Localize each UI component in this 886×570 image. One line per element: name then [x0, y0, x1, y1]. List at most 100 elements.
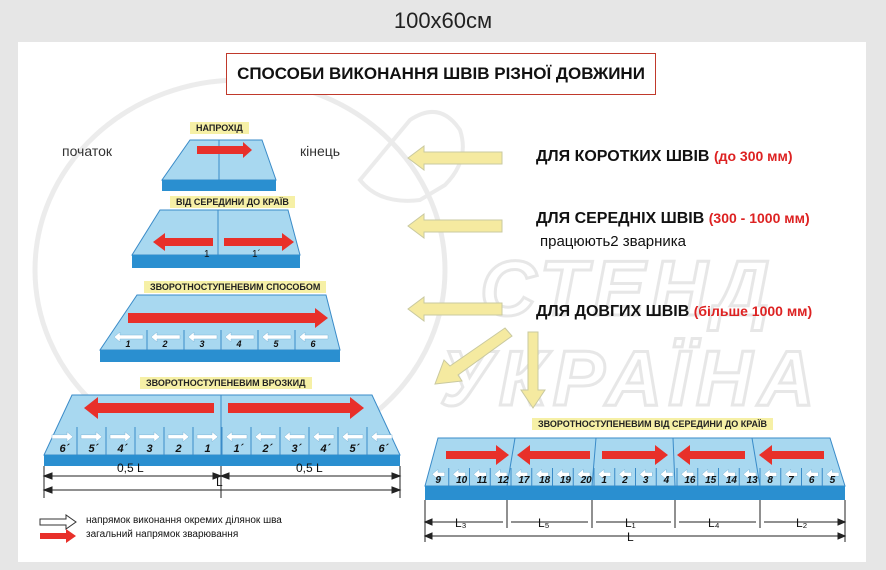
- white-arrow: [109, 431, 132, 443]
- cell-label: 5´: [350, 443, 361, 455]
- cell-label: 4´: [117, 443, 129, 455]
- dim-l1: L₁: [625, 516, 636, 530]
- cell-label: 1´: [234, 443, 245, 455]
- white-arrow: [680, 468, 694, 480]
- long-seams-title: ДЛЯ ДОВГИХ ШВІВ (більше 1000 мм): [536, 303, 812, 321]
- medium-seams-label: ДЛЯ СЕРЕДНІХ ШВІВ: [536, 210, 705, 227]
- white-arrow: [150, 331, 181, 343]
- white-arrow: [312, 431, 335, 443]
- legend-white-text: напрямок виконання окремих ділянок шва: [86, 515, 282, 526]
- method-back-step-label: ЗВОРОТНОСТУПЕНЕВИМ СПОСОБОМ: [144, 281, 327, 293]
- plate-center: [131, 209, 301, 268]
- cell-label: 6: [809, 475, 815, 486]
- cell-label: 16: [684, 475, 696, 486]
- cell-label: 5´: [89, 443, 100, 455]
- white-arrow: [51, 431, 74, 443]
- white-arrow: [618, 468, 632, 480]
- cell-label: 3´: [292, 443, 303, 455]
- method-pass-label: НАПРОХІД: [190, 122, 249, 134]
- white-arrow: [254, 431, 277, 443]
- white-arrow: [452, 468, 466, 480]
- red-arrow-right: [224, 233, 294, 251]
- red-arrow-left: [153, 233, 213, 251]
- start-label: початок: [62, 143, 112, 159]
- red-arrow-left: [84, 397, 214, 419]
- white-arrow: [283, 431, 306, 443]
- cell-label: 3: [200, 339, 205, 349]
- cell-label: 1: [126, 339, 131, 349]
- svg-text:УКРАЇНА: УКРАЇНА: [440, 334, 821, 422]
- cell-label: 11: [477, 475, 488, 486]
- cell-label: 15: [705, 475, 717, 486]
- legend-red-arrow: [40, 529, 76, 543]
- white-arrow: [138, 431, 161, 443]
- method-center-label: ВІД СЕРЕДИНИ ДО КРАЇВ: [170, 196, 295, 208]
- cell-label: 1: [601, 475, 607, 486]
- red-arrow-right: [228, 397, 364, 419]
- white-arrow: [224, 331, 255, 343]
- cell-label: 3: [643, 475, 649, 486]
- dim-half-left: 0,5 L: [117, 461, 144, 475]
- cell-label: 2´: [262, 443, 274, 455]
- white-arrow: [341, 431, 364, 443]
- cell-label: 17: [518, 475, 530, 486]
- cell-label: 5: [274, 339, 280, 349]
- cell-label: 2: [162, 339, 168, 349]
- cell-label: 4: [236, 339, 242, 349]
- red-arrow: [128, 308, 328, 328]
- white-arrow: [535, 468, 549, 480]
- dimensions-right: [423, 500, 847, 542]
- legend-red-text: загальний напрямок зварювання: [86, 529, 239, 540]
- cell-label: 4: [663, 475, 670, 486]
- white-arrow: [825, 468, 840, 480]
- white-arrow: [298, 331, 329, 343]
- short-seams-range: (до 300 мм): [713, 148, 793, 164]
- cell-label: 1: [205, 443, 211, 455]
- cell-label: 20: [580, 475, 593, 486]
- white-arrow: [261, 331, 292, 343]
- white-arrow: [514, 468, 528, 480]
- method-back-split-label: ЗВОРОТНОСТУПЕНЕВИМ ВРОЗКИД: [140, 377, 312, 389]
- white-arrow: [113, 331, 144, 343]
- white-arrow: [701, 468, 715, 480]
- white-arrow: [805, 468, 819, 480]
- short-seams-title: ДЛЯ КОРОТКИХ ШВІВ (до 300 мм): [536, 148, 793, 166]
- white-arrow: [80, 431, 103, 443]
- white-arrow: [196, 431, 219, 443]
- white-arrow: [722, 468, 736, 480]
- white-arrow: [597, 468, 611, 480]
- cell-label: 12: [498, 475, 510, 486]
- dim-total-right: L: [627, 530, 634, 544]
- white-arrow: [763, 468, 777, 480]
- white-arrow: [576, 468, 591, 480]
- medium-seams-note: працюють2 зварника: [540, 233, 687, 250]
- dim-total-left: L: [216, 475, 223, 489]
- white-arrow: [784, 468, 798, 480]
- cell-label: 6´: [379, 443, 390, 455]
- cell-label: 7: [788, 475, 794, 486]
- page-title: СПОСОБИ ВИКОНАННЯ ШВІВ РІЗНОЇ ДОВЖИНИ: [226, 53, 656, 95]
- white-arrow: [493, 468, 508, 480]
- plate-pass: [161, 139, 277, 191]
- cell-label: 19: [560, 475, 572, 486]
- red-arrow: [197, 142, 252, 158]
- size-label: 100x60см: [393, 8, 493, 33]
- method-back-center-label: ЗВОРОТНОСТУПЕНЕВИМ ВІД СЕРЕДИНИ ДО КРАЇВ: [532, 418, 773, 430]
- white-arrow: [556, 468, 570, 480]
- white-arrow: [742, 468, 757, 480]
- white-arrow: [639, 468, 653, 480]
- white-arrow: [167, 431, 190, 443]
- svg-text:СТЕНД: СТЕНД: [480, 244, 776, 332]
- dim-half-right: 0,5 L: [296, 461, 323, 475]
- cell-label: 3: [147, 443, 153, 455]
- cell-label: 6´: [60, 443, 71, 455]
- yellow-arrows: [407, 145, 546, 409]
- medium-seams-range: (300 - 1000 мм): [708, 210, 810, 226]
- white-arrow: [473, 468, 487, 480]
- long-seams-range: (більше 1000 мм): [693, 303, 813, 319]
- white-arrow: [187, 331, 218, 343]
- plate2-label-right: 1´: [252, 248, 261, 260]
- cell-label: 14: [726, 475, 738, 486]
